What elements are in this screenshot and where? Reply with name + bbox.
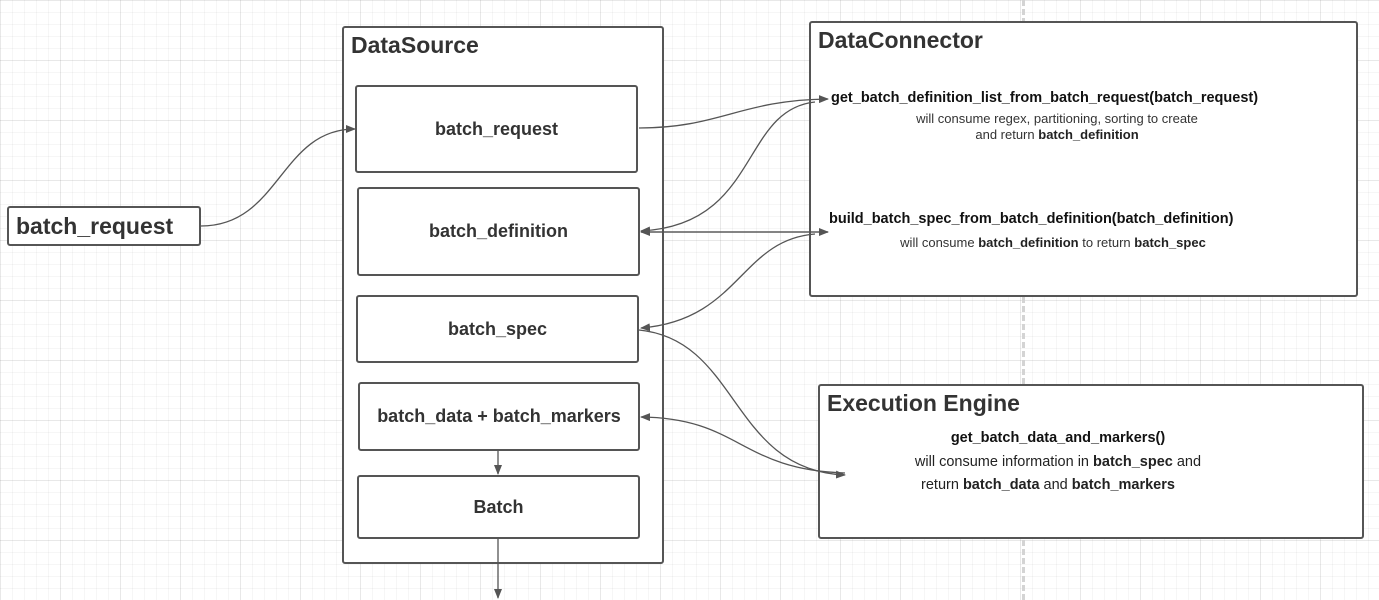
description-bold-term: batch_definition [978, 235, 1079, 250]
datasource-item-label: batch_definition [429, 221, 568, 241]
connector-batch-spec-to-execution-engine [638, 329, 846, 479]
execution-engine-description-line2: return batch_data and batch_markers [848, 477, 1248, 493]
external-batch-request-box[interactable]: batch_request [7, 206, 201, 246]
description-text: and [1176, 454, 1202, 470]
execution-engine-description-line1: will consume information in batch_spec a… [858, 454, 1258, 470]
connector-external-to-batch-request [200, 125, 356, 227]
datasource-title: DataSource [351, 32, 479, 58]
execution-engine-method: get_batch_data_and_markers() [950, 430, 1166, 446]
method-get-batch-definition-list: get_batch_definition_list_from_batch_req… [831, 90, 1259, 106]
datasource-item-batch-data-markers[interactable]: batch_data + batch_markers [358, 382, 640, 451]
dashed-guide-line [1022, 0, 1025, 600]
datasource-item-label: Batch [473, 496, 524, 517]
connector-batch-request-to-get-definition-list [638, 95, 829, 129]
dataconnector-container[interactable]: DataConnector [809, 21, 1358, 297]
dataconnector-title: DataConnector [818, 27, 983, 53]
description-line: and return batch_definition [857, 127, 1257, 143]
description-text: return [921, 477, 959, 493]
datasource-item-label: batch_spec [447, 318, 548, 339]
method-build-batch-spec: build_batch_spec_from_batch_definition(b… [829, 211, 1234, 227]
external-batch-request-label: batch_request [16, 212, 174, 239]
connector-build-spec-to-batch-spec [640, 233, 816, 332]
datasource-item-batch-definition[interactable]: batch_definition [357, 187, 640, 276]
method-get-batch-definition-list-description: will consume regex, partitioning, sortin… [857, 111, 1257, 143]
description-bold-term: batch_markers [1071, 477, 1175, 493]
connector-get-definition-list-to-batch-definition [640, 101, 816, 235]
connector-execution-engine-to-batch-data [640, 413, 846, 474]
description-bold-term: batch_spec [1093, 454, 1173, 470]
description-bold-term: batch_spec [1134, 235, 1206, 250]
description-bold-term: batch_data [962, 477, 1040, 493]
description-bold-term: batch_definition [1038, 127, 1139, 142]
method-build-batch-spec-description: will consume batch_definition to return … [853, 235, 1253, 251]
datasource-item-batch-request[interactable]: batch_request [355, 85, 638, 173]
execution-engine-title: Execution Engine [827, 390, 1020, 416]
description-line: will consume regex, partitioning, sortin… [916, 111, 1198, 126]
description-text: and return [975, 127, 1035, 142]
description-text: will consume [900, 235, 975, 250]
description-text: will consume information in [914, 454, 1089, 470]
description-text: to return [1082, 235, 1131, 250]
datasource-item-label: batch_data + batch_markers [377, 406, 621, 426]
datasource-item-label: batch_request [434, 118, 559, 139]
description-text: and [1043, 477, 1068, 493]
execution-engine-container[interactable]: Execution Engine [818, 384, 1364, 539]
datasource-item-batch-spec[interactable]: batch_spec [356, 295, 639, 363]
datasource-item-batch[interactable]: Batch [357, 475, 640, 539]
